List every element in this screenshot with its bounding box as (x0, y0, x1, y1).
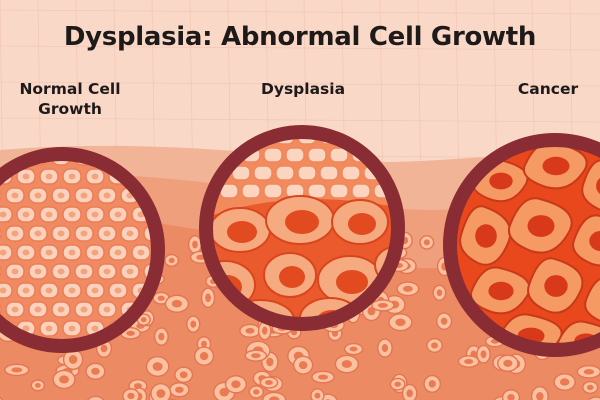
stage-label-dysplasia-line1: Dysplasia (260, 80, 346, 98)
stage-label-dysplasia: Dysplasia (240, 79, 366, 99)
stage-label-normal-line2: Growth (38, 100, 102, 118)
stage-label-normal-line1: Normal Cell (19, 80, 121, 98)
diagram-title: Dysplasia: Abnormal Cell Growth (63, 22, 537, 52)
stage-label-cancer-line1: Cancer (517, 80, 579, 98)
magnifier-rings (0, 125, 600, 357)
lens-cancer-cells (450, 140, 600, 350)
stage-label-normal: Normal Cell Growth (0, 79, 140, 119)
stage-label-cancer: Cancer (500, 79, 596, 99)
